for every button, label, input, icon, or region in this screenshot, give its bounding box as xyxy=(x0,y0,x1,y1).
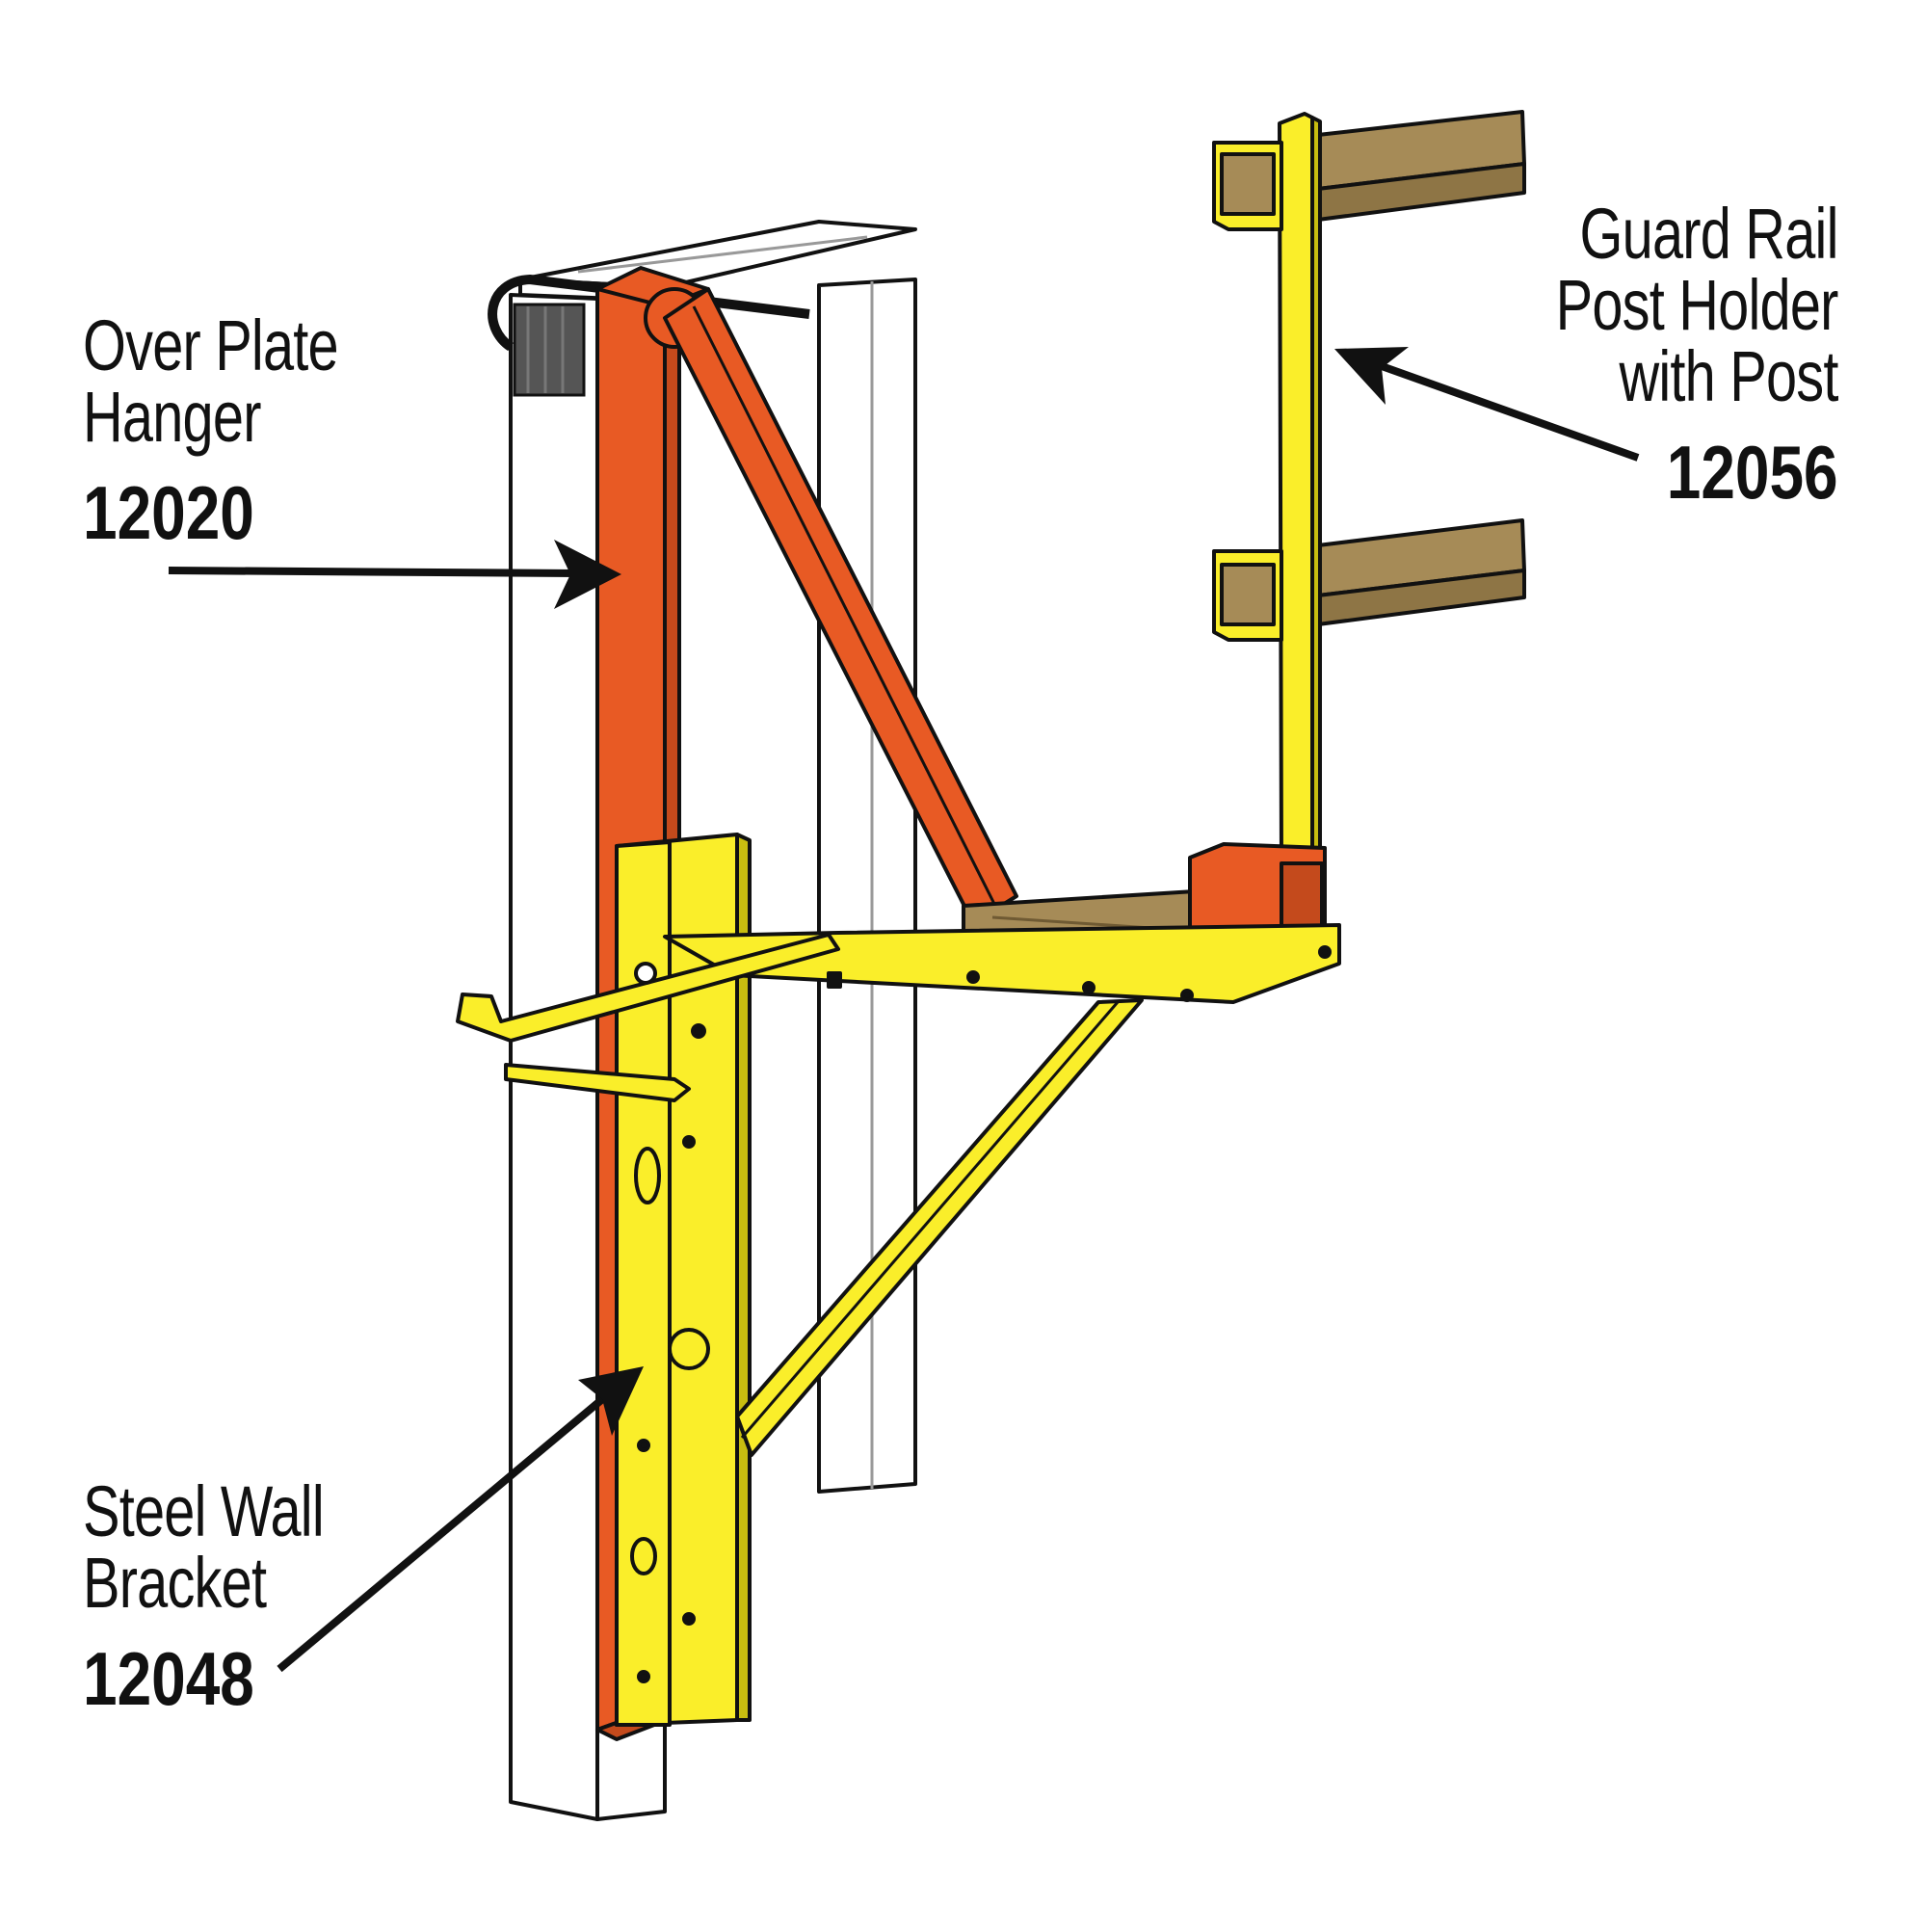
callout-post-name-line-3: with Post xyxy=(1619,336,1839,416)
arrow-to-post xyxy=(1366,357,1640,462)
callout-guard-rail-post-holder: Guard Rail Post Holder with Post 12056 xyxy=(1476,194,1839,515)
callout-arrows xyxy=(168,347,1640,1673)
callout-post-name-line-2: Post Holder xyxy=(1556,265,1839,345)
callout-steel-wall-bracket: Steel Wall Bracket 12048 xyxy=(83,1471,391,1721)
callout-bracket-name-line-2: Bracket xyxy=(83,1543,267,1623)
steel-wall-bracket xyxy=(456,833,1341,1727)
callout-bracket-part-number: 12048 xyxy=(83,1636,254,1721)
top-plate-shadow xyxy=(513,303,586,397)
callout-bracket-name: Steel Wall Bracket xyxy=(83,1471,325,1623)
callout-hanger-name: Over Plate Hanger xyxy=(83,305,339,457)
plank-and-rails xyxy=(962,110,1526,973)
callout-post-name: Guard Rail Post Holder with Post xyxy=(1556,194,1839,416)
arrow-head-bracket-icon xyxy=(578,1366,644,1436)
callout-over-plate-hanger: Over Plate Hanger 12020 xyxy=(83,305,410,555)
callout-post-name-line-1: Guard Rail xyxy=(1579,194,1839,274)
callout-hanger-name-line-2: Hanger xyxy=(83,377,261,457)
arrow-to-hanger xyxy=(168,567,579,577)
arrow-head-post-icon xyxy=(1334,347,1409,405)
arrow-to-bracket xyxy=(277,1391,610,1673)
arrow-head-hanger-icon xyxy=(554,540,621,609)
guard-rail-post-holder xyxy=(1188,112,1327,966)
callout-post-part-number: 12056 xyxy=(1667,430,1838,515)
callout-hanger-name-line-1: Over Plate xyxy=(83,305,339,385)
callout-bracket-name-line-1: Steel Wall xyxy=(83,1471,325,1551)
callout-hanger-part-number: 12020 xyxy=(83,470,254,555)
